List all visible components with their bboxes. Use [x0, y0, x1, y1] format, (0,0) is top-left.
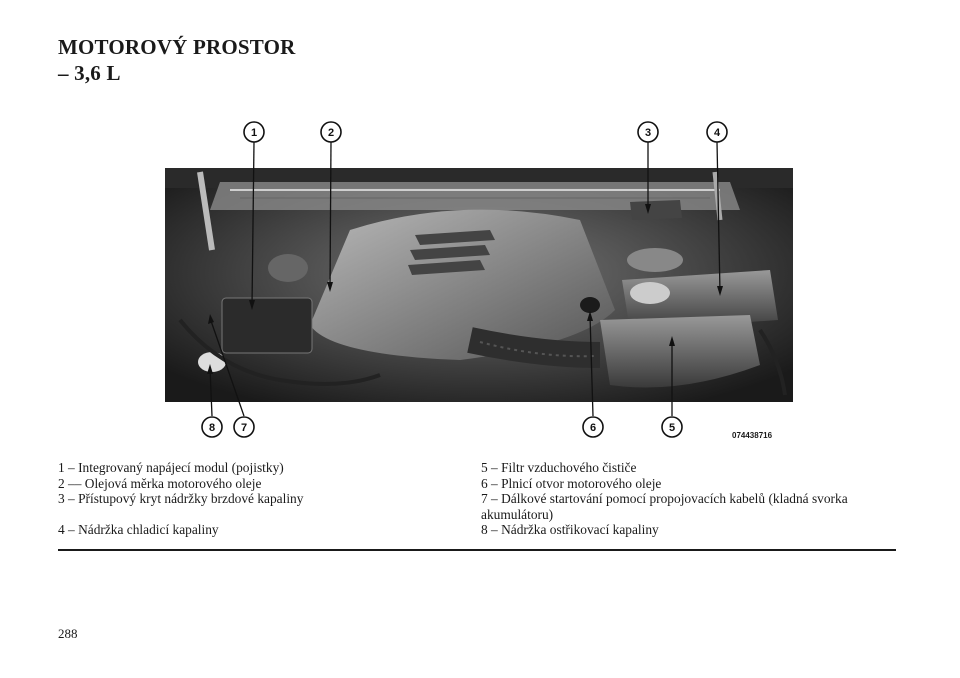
legend-left: 1 – Integrovaný napájecí modul (pojistky…	[58, 460, 468, 538]
callout-3: 3	[645, 127, 651, 139]
legend-right: 5 – Filtr vzduchového čističe 6 – Plnicí…	[481, 460, 896, 538]
legend-item-7: 7 – Dálkové startování pomocí propojovac…	[481, 491, 848, 522]
callout-5: 5	[669, 422, 675, 434]
page-number: 288	[58, 626, 78, 641]
callout-7-circle	[233, 416, 255, 438]
legend-item-8: 8 – Nádržka ostřikovací kapaliny	[481, 522, 659, 537]
legend-item-2: 2 –– Olejová měrka motorového oleje	[58, 475, 262, 491]
title-line-1: MOTOROVÝ PROSTOR	[58, 35, 296, 59]
callout-3-circle	[637, 121, 659, 143]
callout-6: 6	[590, 422, 596, 434]
callout-8: 8	[209, 422, 215, 434]
page-title: MOTOROVÝ PROSTOR – 3,6 L	[58, 34, 296, 86]
engine-photo: 1 2 3 4 5 6 7 8	[165, 121, 793, 438]
callout-4: 4	[714, 127, 721, 139]
callout-1-circle	[243, 121, 265, 143]
callout-8-circle	[201, 416, 223, 438]
callout-6-circle	[582, 416, 604, 438]
callout-5-circle	[661, 416, 683, 438]
legend-item-6: 6 – Plnicí otvor motorového oleje	[481, 475, 662, 491]
legend-item-1: 1 – Integrovaný napájecí modul (pojistky…	[58, 460, 284, 475]
legend-item-5: 5 – Filtr vzduchového čističe	[481, 460, 637, 475]
callout-4-circle	[706, 121, 728, 143]
callout-1: 1	[251, 127, 257, 139]
title-line-2: – 3,6 L	[58, 61, 121, 85]
legend-divider	[58, 549, 896, 551]
callout-2: 2	[328, 127, 334, 139]
engine-compartment-figure: 1 2 3 4 5 6 7 8 074438716	[160, 110, 810, 450]
legend-item-4: 4 – Nádržka chladicí kapaliny	[58, 522, 219, 537]
legend-item-3: 3 – Přístupový kryt nádržky brzdové kapa…	[58, 491, 304, 506]
callout-2-circle	[320, 121, 342, 143]
callout-7: 7	[241, 422, 247, 434]
photo-id: 074438716	[732, 431, 773, 440]
